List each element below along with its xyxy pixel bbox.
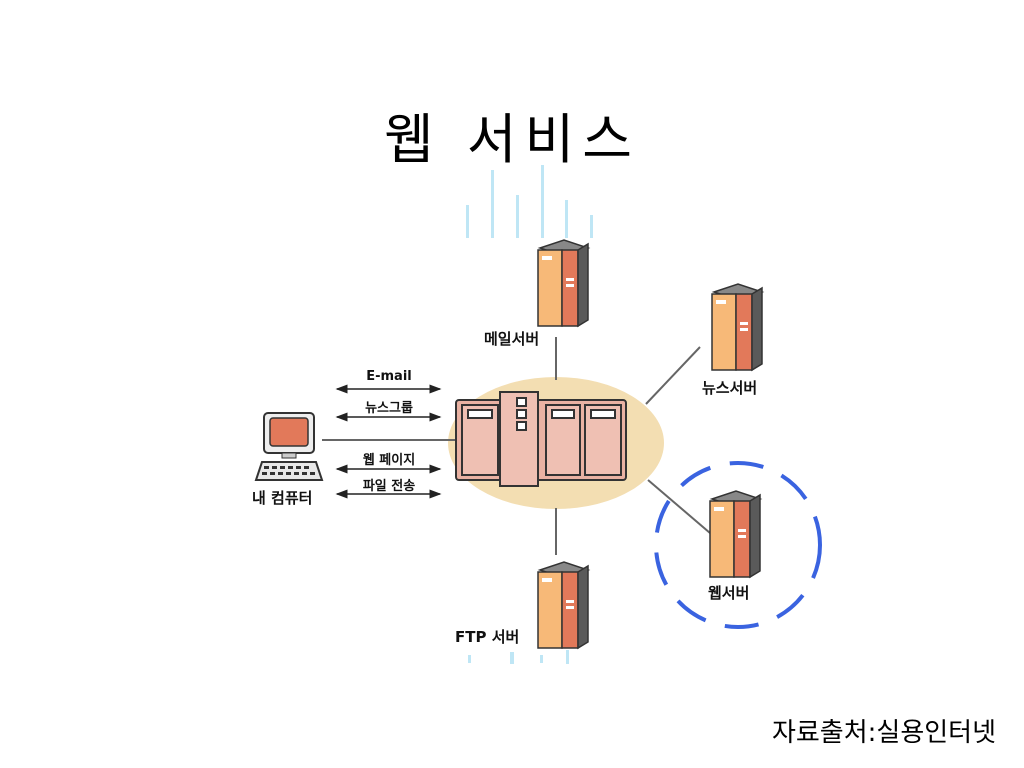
service-label-email: E-mail [366,369,412,384]
decorative-bars-bottom [468,650,569,664]
mail-server-icon [537,239,591,328]
service-label-newsgroup: 뉴스그룹 [365,401,413,416]
source-citation: 자료출처:실용인터넷 [771,718,996,748]
connector-lines [322,337,711,555]
service-label-file-transfer: 파일 전송 [362,479,416,494]
my-computer-label: 내 컴퓨터 [252,489,313,507]
slide-title: 웹 서비스 [384,108,640,171]
ftp-server-label: FTP 서버 [455,628,520,646]
decorative-bars [466,165,593,238]
news-server-label: 뉴스서버 [702,379,758,397]
service-label-webpage: 웹 페이지 [362,453,416,468]
highlight-circle [654,461,822,629]
service-arrows [335,384,442,499]
web-server-label: 웹서버 [708,584,750,602]
computer-icon [254,412,324,481]
mail-server-label: 메일서버 [484,330,540,348]
news-server-icon [711,283,765,372]
web-server-icon [709,490,763,579]
ftp-server-icon [537,561,591,650]
central-hub [455,391,627,487]
